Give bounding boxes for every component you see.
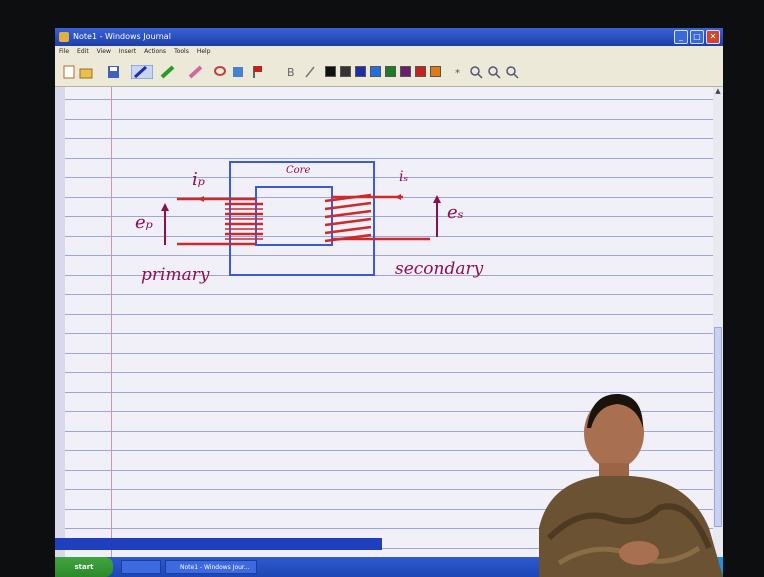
insert-space-icon[interactable] <box>231 65 245 79</box>
ruled-line <box>65 489 713 490</box>
primary-current-arrow <box>198 196 204 202</box>
ink-bar-strip <box>55 538 382 550</box>
menu-file[interactable]: File <box>59 48 70 55</box>
bold-pen-icon[interactable]: B <box>285 65 299 79</box>
ruled-line <box>65 275 713 276</box>
start-button[interactable]: start <box>55 557 113 577</box>
menu-actions[interactable]: Actions <box>144 48 167 55</box>
svg-text:B: B <box>287 66 295 79</box>
primary-coil <box>225 202 263 240</box>
ruled-line <box>65 392 713 393</box>
presenter-figure <box>539 393 723 577</box>
color-swatch-2[interactable] <box>340 66 351 77</box>
color-swatch-8[interactable] <box>430 66 441 77</box>
pen-toolbar: B * <box>55 58 723 87</box>
ruled-line <box>65 411 713 412</box>
secondary-current-arrow <box>395 194 401 200</box>
primary-current-label: iₚ <box>192 169 205 190</box>
eraser-icon[interactable] <box>187 65 207 79</box>
taskbar-item-journal[interactable]: Note1 - Windows Jour... <box>165 560 257 574</box>
journal-window: Note1 - Windows Journal _ □ ✕ File Edit … <box>55 28 723 577</box>
new-note-icon[interactable] <box>63 65 77 79</box>
svg-text:*: * <box>455 68 460 79</box>
zoom-in-icon[interactable] <box>487 65 501 79</box>
flag-icon[interactable] <box>251 65 265 79</box>
save-icon[interactable] <box>107 65 121 79</box>
journal-app-icon <box>59 32 69 42</box>
zoom-icon[interactable] <box>469 65 483 79</box>
menu-help[interactable]: Help <box>196 48 211 55</box>
title-bar[interactable]: Note1 - Windows Journal _ □ ✕ <box>55 28 723 46</box>
secondary-label: secondary <box>395 259 484 279</box>
ruled-line <box>65 255 713 256</box>
menu-insert[interactable]: Insert <box>118 48 137 55</box>
taskbar-item-quicklaunch[interactable] <box>121 560 161 574</box>
ruled-line <box>65 431 713 432</box>
maximize-button[interactable]: □ <box>690 30 704 44</box>
pen-icon[interactable] <box>131 65 153 79</box>
ruled-line <box>65 236 713 237</box>
minimize-button[interactable]: _ <box>674 30 688 44</box>
secondary-coil <box>324 193 372 243</box>
thin-pen-icon[interactable] <box>303 65 317 79</box>
ruled-line <box>65 470 713 471</box>
scroll-up-icon[interactable]: ▲ <box>715 87 721 95</box>
color-swatch-1[interactable] <box>325 66 336 77</box>
close-button[interactable]: ✕ <box>706 30 720 44</box>
ruled-line <box>65 333 713 334</box>
color-swatch-4[interactable] <box>370 66 381 77</box>
zoom-out-icon[interactable] <box>505 65 519 79</box>
color-swatch-6[interactable] <box>400 66 411 77</box>
secondary-emf-label: eₛ <box>447 202 464 223</box>
ruled-line <box>65 548 713 549</box>
ruled-line <box>65 177 713 178</box>
menu-tools[interactable]: Tools <box>174 48 189 55</box>
core-label: Core <box>286 165 311 176</box>
ruled-line <box>65 99 713 100</box>
color-swatch-5[interactable] <box>385 66 396 77</box>
stamp-icon[interactable]: * <box>453 65 465 79</box>
window-title: Note1 - Windows Journal <box>73 32 171 41</box>
window-controls: _ □ ✕ <box>674 30 720 44</box>
color-swatch-7[interactable] <box>415 66 426 77</box>
primary-label: primary <box>141 265 210 285</box>
primary-emf-label: eₚ <box>135 212 153 233</box>
ruled-line <box>65 158 713 159</box>
menu-bar: File Edit View Insert Actions Tools Help <box>55 46 723 58</box>
ruled-line <box>65 138 713 139</box>
ruled-line <box>65 216 713 217</box>
lasso-icon[interactable] <box>213 65 227 79</box>
menu-edit[interactable]: Edit <box>77 48 89 55</box>
ruled-line <box>65 294 713 295</box>
vertical-scrollbar[interactable]: ▲ <box>713 87 723 557</box>
ruled-line <box>65 509 713 510</box>
secondary-emf-arrowhead <box>433 195 441 203</box>
ruled-line <box>65 372 713 373</box>
color-swatch-3[interactable] <box>355 66 366 77</box>
scroll-thumb[interactable] <box>714 327 722 527</box>
highlighter-icon[interactable] <box>159 65 179 79</box>
secondary-current-label: iₛ <box>399 169 409 185</box>
ruled-line <box>65 528 713 529</box>
primary-emf-arrowhead <box>161 203 169 211</box>
ruled-line <box>65 450 713 451</box>
menu-view[interactable]: View <box>96 48 111 55</box>
transformer-diagram <box>161 161 441 276</box>
ruled-line <box>65 353 713 354</box>
core-window-outline <box>255 186 333 246</box>
open-folder-icon[interactable] <box>79 65 93 79</box>
ruled-line <box>65 314 713 315</box>
note-page[interactable]: Core iₚ iₛ eₚ eₛ primary secondary <box>65 87 713 557</box>
page-margin-line <box>111 87 112 557</box>
ruled-line <box>65 119 713 120</box>
